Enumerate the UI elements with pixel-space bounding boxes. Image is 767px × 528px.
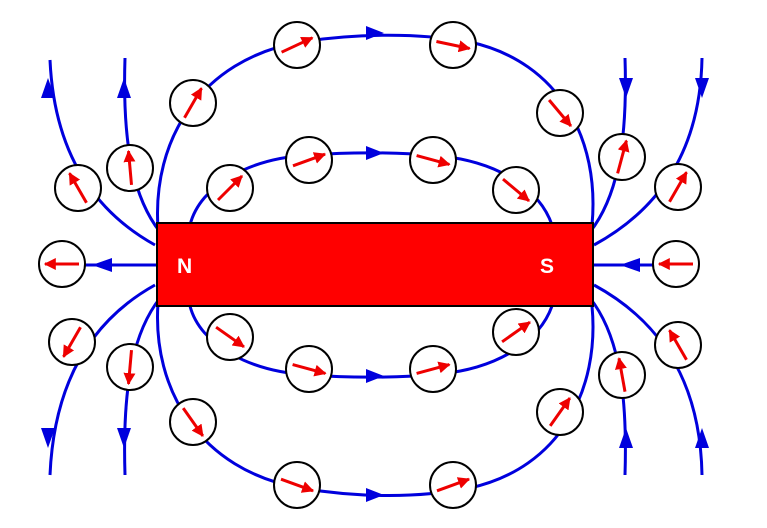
compass-needle	[501, 320, 531, 344]
compass-needle	[62, 326, 82, 358]
compass	[285, 345, 333, 393]
arrow-right-up-near	[619, 78, 633, 98]
compass	[492, 166, 540, 214]
compass	[285, 136, 333, 184]
compass	[48, 318, 96, 366]
compass	[169, 398, 217, 446]
magnet-body	[156, 222, 594, 307]
compass-needle	[668, 329, 688, 361]
arrow-right-up-far	[695, 78, 709, 98]
compass	[536, 89, 584, 137]
field-line-arrows	[41, 26, 709, 502]
compass	[654, 163, 702, 211]
compass-needle	[436, 40, 471, 53]
compass-needle	[215, 325, 245, 349]
compass	[429, 21, 477, 69]
north-pole-label: N	[177, 255, 192, 278]
compass	[38, 240, 86, 288]
compass-needle	[181, 407, 205, 437]
compass-needle	[123, 349, 136, 386]
arrow-right-down-near	[619, 428, 633, 448]
compass	[273, 461, 321, 509]
compass-needle	[615, 357, 627, 392]
compass-needle	[548, 397, 572, 427]
compass-needle	[183, 87, 203, 119]
compass-needle	[292, 152, 327, 168]
compass	[409, 345, 457, 393]
compass	[106, 144, 154, 192]
compass-needle	[547, 99, 573, 127]
compass-needle	[502, 177, 530, 203]
compass	[169, 79, 217, 127]
compass-needle	[616, 139, 630, 174]
arrow-left-down-far	[41, 428, 55, 448]
compass	[492, 308, 540, 356]
arrow-left-down-near	[117, 428, 131, 448]
compass-needle	[280, 477, 315, 493]
arrow-left-horizontal	[92, 258, 112, 272]
south-pole-label: S	[540, 255, 554, 278]
compass	[273, 21, 321, 69]
compass	[429, 461, 477, 509]
compass-needle	[416, 361, 451, 375]
arrow-right-down-far	[695, 428, 709, 448]
compass	[598, 133, 646, 181]
arrow-left-up-near	[117, 78, 131, 98]
arrow-bottom-inner	[366, 369, 384, 383]
arrow-bottom-outer	[366, 488, 384, 502]
bar-magnet: N S	[156, 222, 594, 307]
compass	[536, 388, 584, 436]
compasses	[38, 21, 702, 509]
arrow-right-horizontal	[620, 258, 640, 272]
compass-needle	[292, 363, 327, 377]
compass	[54, 164, 102, 212]
compass	[598, 351, 646, 399]
compass	[206, 313, 254, 361]
compass	[652, 240, 700, 288]
arrow-left-up-far	[41, 78, 55, 98]
compass	[654, 321, 702, 369]
compass-needle	[216, 174, 244, 202]
compass	[409, 136, 457, 184]
compass-needle	[668, 171, 688, 203]
arrow-top-outer	[366, 26, 384, 40]
compass-needle	[280, 36, 314, 54]
compass	[106, 343, 154, 391]
compass-needle	[68, 172, 88, 204]
compass	[206, 164, 254, 212]
compass-needle	[436, 477, 471, 493]
compass-needle	[416, 154, 451, 168]
compass-needle	[123, 149, 136, 186]
arrow-top-inner	[366, 146, 384, 160]
